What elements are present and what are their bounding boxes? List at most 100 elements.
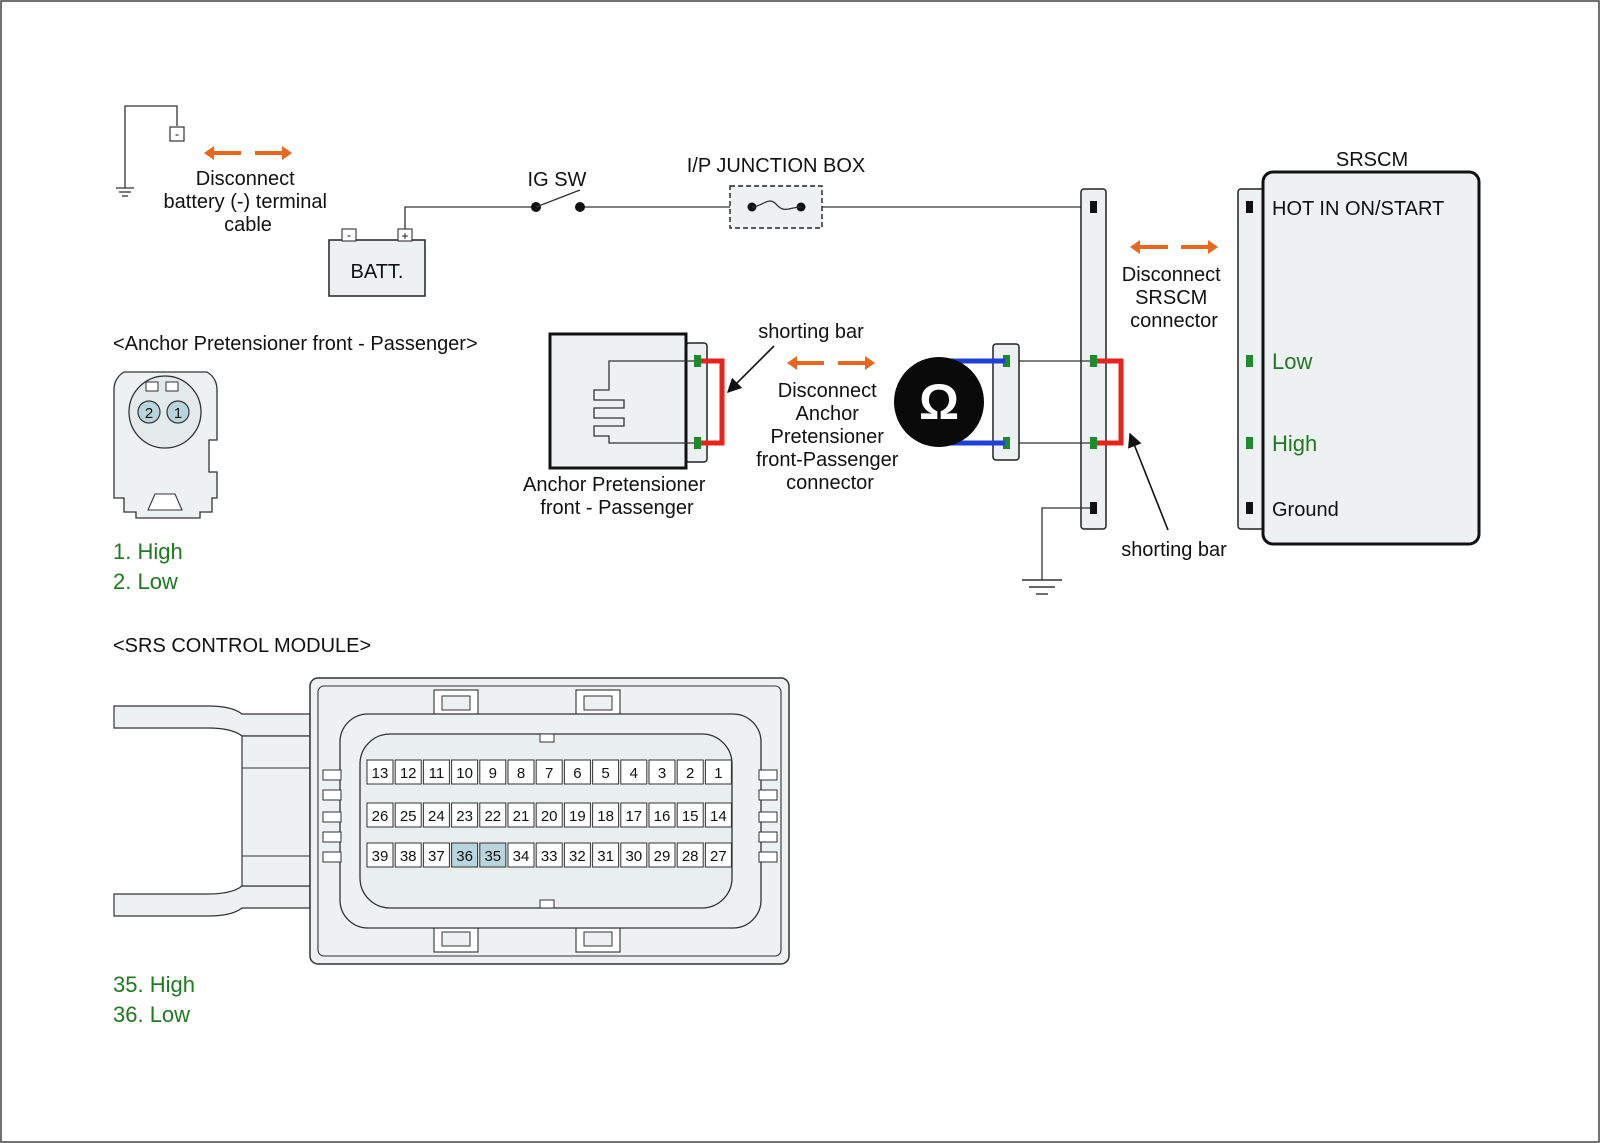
pretensioner-disconnect-label: Disconnect Anchor Pretensioner front-Pas… (756, 380, 904, 494)
shorting-bar-right (1097, 358, 1124, 446)
srs-pin-5 (592, 759, 620, 785)
srs-pin-8 (507, 759, 535, 785)
anchor-connector-face: 2 1 (113, 371, 218, 519)
srs-pin-19 (563, 802, 591, 828)
pretensioner-unit (548, 332, 708, 470)
srs-pin-label: 36 (456, 848, 473, 865)
junction-box: I/P JUNCTION BOX (687, 155, 866, 229)
srs-pin-label: 9 (489, 765, 497, 782)
shorting-bar-left (701, 358, 725, 446)
anchor-pin-2 (137, 400, 161, 424)
srs-pin-label: 29 (654, 848, 671, 865)
ground-icon (116, 187, 134, 197)
srs-pin-26 (366, 802, 394, 828)
junction-box-label: I/P JUNCTION BOX (687, 155, 866, 177)
ohm-symbol-icon: Ω (919, 374, 959, 430)
srs-pin-label: 39 (372, 848, 389, 865)
shorting-bar-right-label: shorting bar (1121, 539, 1227, 561)
anchor-legend-2: 2. Low (113, 569, 178, 594)
srs-pin-label: 27 (710, 848, 727, 865)
battery-neg-sign: - (347, 228, 351, 242)
srs-pin-label: 32 (569, 848, 586, 865)
srs-pin-label: 8 (517, 765, 525, 782)
ig-switch-label: IG SW (528, 169, 587, 191)
srs-pin-label: 7 (545, 765, 553, 782)
srs-pin-15 (676, 802, 704, 828)
srs-pin-label: 35 (484, 848, 501, 865)
srs-legend-35: 35. High (113, 972, 195, 997)
srs-pin-label: 25 (400, 808, 417, 825)
srs-pin-22 (479, 802, 507, 828)
srs-pin-1 (704, 759, 732, 785)
srs-pin-25 (394, 802, 422, 828)
ignition-switch: IG SW (528, 169, 587, 212)
anchor-pin-1-label: 1 (174, 405, 182, 422)
srs-pin-label: 33 (541, 848, 558, 865)
srs-pin-label: 12 (400, 765, 417, 782)
anchor-pin-2-label: 2 (145, 405, 153, 422)
srs-pin-18 (592, 802, 620, 828)
srs-pin-11 (422, 759, 450, 785)
srs-pin-label: 17 (625, 808, 642, 825)
srs-pin-label: 3 (658, 765, 666, 782)
srs-pin-label: 24 (428, 808, 445, 825)
srscm-disconnect-label: Disconnect SRSCM connector (1122, 264, 1227, 332)
srs-pin-label: 22 (484, 808, 501, 825)
srs-pin-34 (507, 842, 535, 868)
battery-ground-terminal: - (116, 105, 185, 197)
ground-icon (1022, 579, 1062, 595)
battery-disconnect-label: Disconnect battery (-) terminal cable (164, 168, 333, 236)
srs-pin-6 (563, 759, 591, 785)
srs-pin-27 (704, 842, 732, 868)
srscm-pin-ground: Ground (1272, 499, 1339, 521)
srs-pin-24 (422, 802, 450, 828)
srs-pin-label: 14 (710, 808, 727, 825)
anchor-legend-1: 1. High (113, 539, 183, 564)
battery-disconnect-arrow (204, 146, 292, 160)
srs-pin-label: 16 (654, 808, 671, 825)
power-wire (404, 206, 536, 229)
srs-pin-32 (563, 842, 591, 868)
srs-pin-label: 6 (573, 765, 581, 782)
srs-pin-label: 20 (541, 808, 558, 825)
srs-pin-label: 4 (630, 765, 638, 782)
srs-pin-17 (620, 802, 648, 828)
srs-pin-38 (394, 842, 422, 868)
srscm-pin-low: Low (1272, 349, 1312, 374)
srs-pin-21 (507, 802, 535, 828)
battery-label: BATT. (351, 261, 404, 283)
srs-pin-label: 1 (714, 765, 722, 782)
srs-pin-37 (422, 842, 450, 868)
srscm-module: SRSCM HOT IN ON/START Low High Ground (1237, 149, 1481, 546)
anchor-pin-1 (166, 400, 190, 424)
srs-pin-label: 13 (372, 765, 389, 782)
battery-pos-sign: + (401, 229, 408, 243)
srs-pin-4 (620, 759, 648, 785)
srs-pin-13 (366, 759, 394, 785)
srscm-pin-hot: HOT IN ON/START (1272, 198, 1444, 220)
srs-pin-29 (648, 842, 676, 868)
srs-pin-9 (479, 759, 507, 785)
srs-pin-label: 31 (597, 848, 614, 865)
srs-pin-12 (394, 759, 422, 785)
meter-probe-connector (992, 343, 1020, 461)
srs-pin-33 (535, 842, 563, 868)
battery: - + BATT. (328, 228, 426, 297)
srscm-disconnect-arrow (1130, 240, 1218, 254)
fuse-icon (751, 200, 802, 210)
srs-pin-label: 19 (569, 808, 586, 825)
srs-pin-31 (592, 842, 620, 868)
ground-terminal-sign: - (175, 127, 179, 141)
srscm-title: SRSCM (1336, 149, 1408, 171)
srs-pin-label: 18 (597, 808, 614, 825)
srs-pin-label: 30 (625, 848, 642, 865)
srs-pin-label: 15 (682, 808, 699, 825)
srs-pin-28 (676, 842, 704, 868)
srs-pin-10 (451, 759, 479, 785)
srs-pin-35 (479, 842, 507, 868)
srs-pin-label: 2 (686, 765, 694, 782)
srs-pin-label: 23 (456, 808, 473, 825)
srs-pin-label: 26 (372, 808, 389, 825)
